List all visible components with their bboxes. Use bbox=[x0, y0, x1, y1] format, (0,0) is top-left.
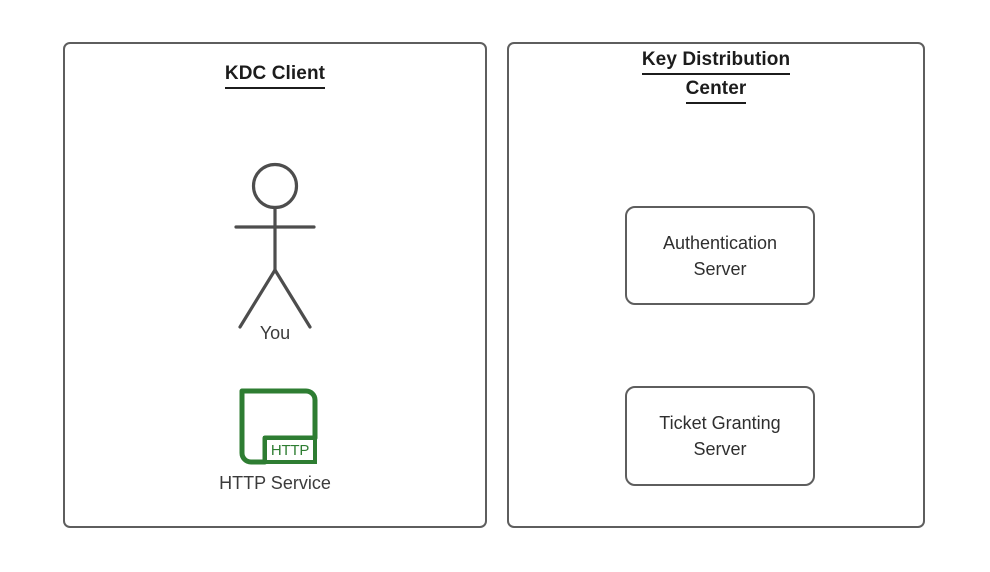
stick-figure-icon bbox=[234, 162, 316, 329]
stick-figure-right-leg bbox=[273, 268, 312, 329]
panel-kdc-title-line2: Center bbox=[685, 75, 747, 104]
authentication-server-label-line1: Authentication bbox=[662, 232, 778, 253]
panel-kdc-client-title-line: KDC Client bbox=[224, 60, 326, 89]
panel-kdc-title: Key Distribution Center bbox=[507, 46, 925, 104]
http-badge-rect bbox=[263, 436, 317, 464]
ticket-granting-server-label-line2: Server bbox=[693, 439, 747, 459]
http-service-label: HTTP Service bbox=[219, 473, 331, 493]
http-service-glyph bbox=[239, 388, 318, 465]
actor-you-label: You bbox=[259, 323, 291, 343]
authentication-server-label-line2: Server bbox=[693, 258, 747, 279]
http-badge-label: HTTP bbox=[270, 441, 310, 459]
ticket-granting-server-box: Ticket Granting Server bbox=[625, 386, 815, 486]
panel-kdc-title-line1: Key Distribution bbox=[641, 46, 791, 75]
panel-kdc-client-title: KDC Client bbox=[63, 60, 487, 89]
stick-figure-head bbox=[251, 162, 299, 210]
authentication-server-box: Authentication Server bbox=[625, 206, 815, 305]
stick-figure-left-leg bbox=[238, 268, 277, 329]
actor-you-figure bbox=[205, 155, 345, 355]
ticket-granting-server-label-line1: Ticket Granting bbox=[659, 413, 781, 433]
http-service-icon bbox=[228, 380, 324, 468]
